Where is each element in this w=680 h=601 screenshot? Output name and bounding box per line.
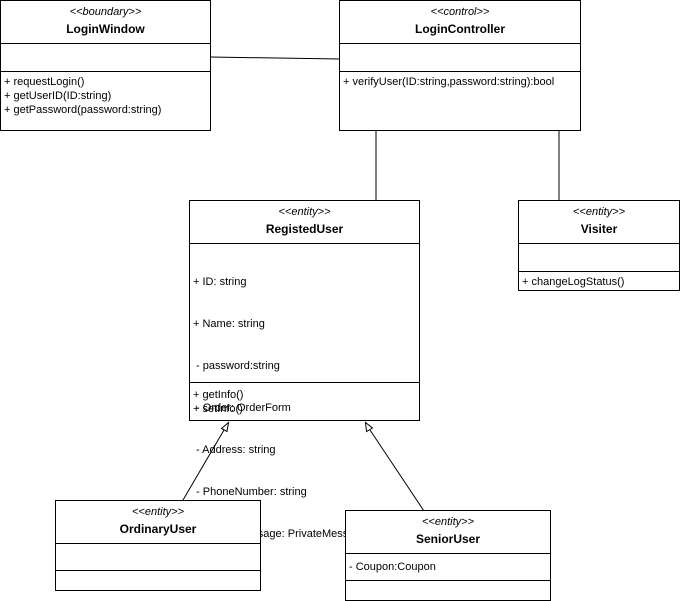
stereotype-label: <<entity>> xyxy=(132,506,184,518)
attribute: - PhoneNumber: string xyxy=(193,486,307,498)
attribute: - Coupon:Coupon xyxy=(349,561,436,573)
class-login-controller[interactable]: <<control>> LoginController + verifyUser… xyxy=(339,0,581,131)
method: + verifyUser(ID:string,password:string):… xyxy=(343,76,555,88)
method: + setInfo() xyxy=(193,403,243,415)
attribute: - Order: OrderForm xyxy=(193,402,291,414)
class-header: <<entity>> Visiter xyxy=(519,201,679,244)
class-header: <<boundary>> LoginWindow xyxy=(1,1,210,44)
methods-section: + changeLogStatus() xyxy=(519,272,679,289)
attributes-section xyxy=(519,244,679,272)
class-name: LoginWindow xyxy=(66,22,145,36)
class-ordinary-user[interactable]: <<entity>> OrdinaryUser xyxy=(55,500,261,591)
class-name: OrdinaryUser xyxy=(119,522,197,536)
stereotype-label: <<entity>> xyxy=(573,206,625,218)
generalization-arrowhead-ordinaryuser xyxy=(220,421,230,433)
attribute: + Name: string xyxy=(193,318,265,330)
attributes-section: + ID: string + Name: string - password:s… xyxy=(190,244,419,540)
method: + requestLogin() xyxy=(4,76,85,88)
attribute: - password:string xyxy=(193,360,280,372)
association-loginwindow-logincontroller xyxy=(209,56,341,60)
method: + getInfo() xyxy=(193,389,244,401)
method: + changeLogStatus() xyxy=(522,276,625,288)
stereotype-label: <<entity>> xyxy=(422,516,474,528)
class-header: <<entity>> RegistedUser xyxy=(190,201,419,244)
stereotype-label: <<boundary>> xyxy=(69,6,142,18)
class-senior-user[interactable]: <<entity>> SeniorUser - Coupon:Coupon xyxy=(345,510,551,601)
method: + getUserID(ID:string) xyxy=(4,90,112,102)
generalization-arrowhead-senioruser xyxy=(364,421,374,433)
class-login-window[interactable]: <<boundary>> LoginWindow + requestLogin(… xyxy=(0,0,211,131)
methods-section: + requestLogin() + getUserID(ID:string) … xyxy=(1,72,210,117)
class-registed-user[interactable]: <<entity>> RegistedUser + ID: string + N… xyxy=(189,200,420,540)
class-header: <<entity>> SeniorUser xyxy=(346,511,550,554)
attributes-section xyxy=(56,544,260,571)
stereotype-label: <<entity>> xyxy=(278,206,331,218)
attributes-section: - Coupon:Coupon xyxy=(346,554,550,581)
methods-section: + getInfo() + setInfo() xyxy=(190,383,419,416)
class-name: Visiter xyxy=(580,222,618,236)
class-visiter[interactable]: <<entity>> Visiter + changeLogStatus() xyxy=(518,200,680,291)
attribute: - Address: string xyxy=(193,444,276,456)
class-name: LoginController xyxy=(415,22,505,36)
method: + getPassword(password:string) xyxy=(4,104,162,116)
stereotype-label: <<control>> xyxy=(430,6,490,18)
methods-section: + verifyUser(ID:string,password:string):… xyxy=(340,72,580,89)
attribute: + ID: string xyxy=(193,276,247,288)
class-name: SeniorUser xyxy=(415,532,481,546)
generalization-ordinaryuser-registeduser xyxy=(182,429,225,501)
attributes-section xyxy=(1,44,210,72)
class-name: RegistedUser xyxy=(265,222,344,236)
class-header: <<entity>> OrdinaryUser xyxy=(56,501,260,544)
class-header: <<control>> LoginController xyxy=(340,1,580,44)
generalization-senioruser-registeduser xyxy=(369,429,425,512)
attributes-section xyxy=(340,44,580,72)
